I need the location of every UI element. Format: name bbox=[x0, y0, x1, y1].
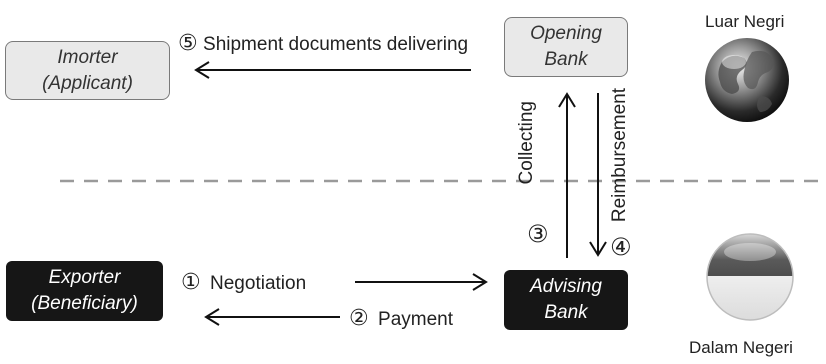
step-2-label: ② Payment bbox=[349, 305, 453, 331]
importer-box: Imorter (Applicant) bbox=[5, 41, 170, 100]
exporter-box: Exporter (Beneficiary) bbox=[6, 261, 163, 321]
arrow-collecting bbox=[558, 92, 576, 258]
arrow-payment bbox=[204, 308, 340, 326]
arrow-reimbursement bbox=[589, 93, 607, 257]
step-3-text: Collecting bbox=[516, 101, 537, 185]
step-2-text: Payment bbox=[378, 309, 453, 330]
step-4-text: Reimbursement bbox=[609, 88, 630, 223]
step-5-label: ⑤ Shipment documents delivering bbox=[178, 30, 468, 56]
region-bottom-label: Dalam Negeri bbox=[689, 338, 793, 357]
advising-bank-box: Advising Bank bbox=[504, 270, 628, 330]
opening-bank-line2: Bank bbox=[544, 49, 588, 70]
advising-bank-line1: Advising bbox=[530, 276, 602, 297]
opening-bank-box: Opening Bank bbox=[504, 17, 628, 77]
arrow-negotiation bbox=[355, 273, 488, 291]
exporter-name: Exporter bbox=[48, 267, 121, 288]
step-2-number: ② bbox=[349, 305, 369, 330]
arrow-shipment-documents bbox=[194, 61, 471, 79]
importer-role: (Applicant) bbox=[42, 72, 133, 94]
region-top-label: Luar Negri bbox=[705, 12, 785, 31]
flag-sphere-icon bbox=[706, 233, 794, 321]
globe-icon bbox=[705, 38, 789, 122]
advising-bank-line2: Bank bbox=[544, 302, 588, 323]
step-5-number: ⑤ bbox=[178, 30, 198, 55]
step-4-number: ④ bbox=[610, 234, 632, 261]
step-5-text: Shipment documents delivering bbox=[203, 34, 469, 55]
opening-bank-line1: Opening bbox=[530, 23, 602, 44]
importer-name: Imorter bbox=[57, 46, 118, 68]
step-1-number: ① bbox=[181, 269, 201, 294]
step-1-text: Negotiation bbox=[210, 273, 307, 294]
step-1-label: ① Negotiation bbox=[181, 269, 306, 295]
exporter-role: (Beneficiary) bbox=[31, 293, 138, 314]
step-3-number: ③ bbox=[527, 221, 549, 248]
step-4-label: Reimbursement bbox=[609, 88, 635, 248]
